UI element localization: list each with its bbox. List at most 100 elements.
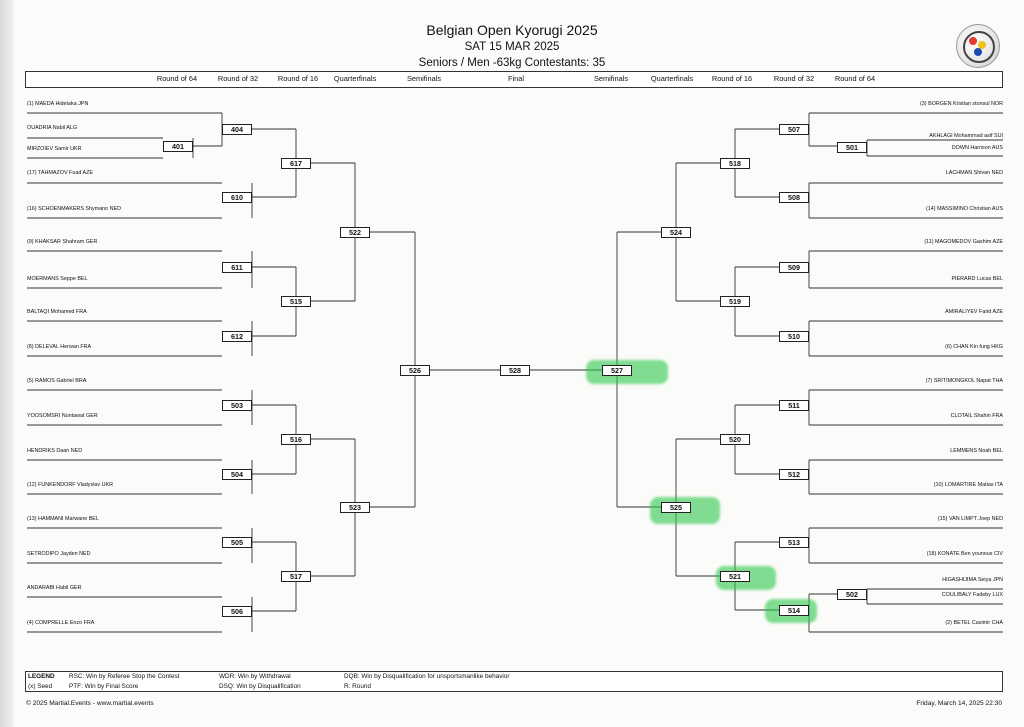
match-box: 514 (779, 605, 809, 616)
match-box: 524 (661, 227, 691, 238)
round-label: Round of 32 (773, 74, 815, 83)
match-box: 526 (400, 365, 430, 376)
legend-r: R: Round (344, 683, 371, 690)
round-header-bar (25, 71, 1003, 88)
competitor-name-right: DOWN Harrison AUS (951, 145, 1003, 151)
match-box: 506 (222, 606, 252, 617)
round-label: Semifinals (593, 74, 629, 83)
competitor-name-right: CLOTAIL Shahin FRA (950, 413, 1003, 419)
competitor-name-left: ANDARABI Habil GER (27, 585, 82, 591)
competitor-name-right: (6) CHAN Kin fung HKG (945, 344, 1003, 350)
logo-blue-dot (974, 48, 982, 56)
match-box: 515 (281, 296, 311, 307)
competitor-name-right: HIGASHIJIMA Seiya JPN (942, 577, 1003, 583)
tournament-date: SAT 15 MAR 2025 (464, 41, 560, 53)
match-box: 513 (779, 537, 809, 548)
legend-rsc: RSC: Win by Referee Stop the Contest (69, 673, 180, 680)
match-box: 404 (222, 124, 252, 135)
footer-copyright: © 2025 Martial.Events - www.martial.even… (26, 700, 154, 707)
match-box: 617 (281, 158, 311, 169)
competitor-name-left: (13) HAMMANI Marwane BEL (27, 516, 99, 522)
competitor-name-left: (1) MAEDA Hidetaka JPN (27, 101, 89, 107)
competitor-name-left: MIRZOIEV Samir UKR (27, 146, 82, 152)
match-box: 508 (779, 192, 809, 203)
belgian-open-logo-icon (956, 24, 1000, 68)
round-label: Final (507, 74, 525, 83)
competitor-name-right: (2) BETEL Casimir CHA (945, 620, 1003, 626)
competitor-name-right: (11) MAGOMEDOV Gashim AZE (924, 239, 1003, 245)
match-box: 511 (779, 400, 809, 411)
competitor-name-left: (17) TAHMAZOV Fuad AZE (27, 170, 94, 176)
match-box: 527 (602, 365, 632, 376)
match-box: 501 (837, 142, 867, 153)
legend-dsq: DSQ: Win by Disqualification (219, 683, 301, 690)
competitor-name-right: (10) LOMARTIRE Matias ITA (933, 482, 1003, 488)
competitor-name-left: OUADRIA Nabil ALG (27, 125, 78, 131)
logo-ring (963, 31, 995, 63)
match-box: 522 (340, 227, 370, 238)
match-box: 612 (222, 331, 252, 342)
match-box: 507 (779, 124, 809, 135)
match-box: 519 (720, 296, 750, 307)
competitor-name-right: LEMMENS Noah BEL (950, 448, 1003, 454)
competitor-name-left: (4) COMPRELLE Enzo FRA (27, 620, 95, 626)
match-box: 504 (222, 469, 252, 480)
competitor-name-right: (18) KONATE Ben younous CIV (926, 551, 1003, 557)
tournament-title: Belgian Open Kyorugi 2025 (426, 22, 598, 38)
match-box: 516 (281, 434, 311, 445)
competitor-name-left: MOERMANS Seppe BEL (27, 276, 88, 282)
competitor-name-left: YOOSOMSRI Nontawat GER (27, 413, 98, 419)
competitor-name-left: HENDRIKS Daan NED (27, 448, 83, 454)
legend-wdr: WDR: Win by Withdrawal (219, 673, 291, 680)
match-box: 518 (720, 158, 750, 169)
competitor-name-left: (9) KHAKSAR Shahram GER (27, 239, 98, 245)
page-edge-shadow (0, 0, 14, 727)
legend-seed: (x) Seed (28, 683, 53, 690)
legend-title: LEGEND (28, 673, 55, 680)
competitor-name-left: BALTAQI Mohamed FRA (27, 309, 87, 315)
competitor-name-right: (14) MASSIMINO Christian AUS (926, 206, 1003, 212)
round-label: Semifinals (406, 74, 442, 83)
competitor-name-right: COULIBALY Fadeby LUX (941, 592, 1003, 598)
competitor-name-right: (15) VAN LIMPT Joep NED (937, 516, 1003, 522)
round-label: Round of 32 (217, 74, 259, 83)
match-box: 503 (222, 400, 252, 411)
competitor-name-right: (3) BORGEN Kristian stonsul NOR (920, 101, 1003, 107)
round-label: Round of 64 (834, 74, 876, 83)
logo-yellow-dot (978, 41, 986, 49)
competitor-name-left: SETRODIPO Jayden NED (27, 551, 91, 557)
match-box: 523 (340, 502, 370, 513)
competitor-name-right: LACHMAN Shivan NED (945, 170, 1003, 176)
match-box: 525 (661, 502, 691, 513)
round-label: Round of 64 (156, 74, 198, 83)
match-box: 509 (779, 262, 809, 273)
competitor-name-left: (16) SCHOENMAKERS Shymano NED (27, 206, 122, 212)
match-box: 512 (779, 469, 809, 480)
competitor-name-left: (12) FUNKENDORF Vladyslav UKR (27, 482, 113, 488)
round-label: Round of 16 (711, 74, 753, 83)
match-box: 517 (281, 571, 311, 582)
round-label: Round of 16 (277, 74, 319, 83)
footer-printed-date: Friday, March 14, 2025 22:30 (916, 700, 1002, 707)
match-box: 521 (720, 571, 750, 582)
match-box: 502 (837, 589, 867, 600)
match-box: 505 (222, 537, 252, 548)
competitor-name-right: (7) SRITIMONGKOL Napat THA (925, 378, 1003, 384)
competitor-name-right: AKHLAGI Mohammad asif SUI (929, 133, 1003, 139)
match-box: 611 (222, 262, 252, 273)
competitor-name-right: AMIRALIYEV Farid AZE (945, 309, 1003, 315)
round-label: Quarterfinals (333, 74, 377, 83)
match-box: 610 (222, 192, 252, 203)
category-info: Seniors / Men -63kg Contestants: 35 (418, 57, 606, 69)
round-label: Quarterfinals (650, 74, 694, 83)
match-box: 401 (163, 141, 193, 152)
legend-ptf: PTF: Win by Final Score (69, 683, 139, 690)
competitor-name-right: PIERARD Lucas BEL (951, 276, 1003, 282)
legend-dqb: DQB: Win by Disqualification for unsport… (344, 673, 510, 680)
legend-box (25, 671, 1003, 692)
match-box: 528 (500, 365, 530, 376)
competitor-name-left: (8) DELEVAL Herwan FRA (27, 344, 92, 350)
competitor-name-left: (5) RAMOS Gabriel BRA (27, 378, 87, 384)
